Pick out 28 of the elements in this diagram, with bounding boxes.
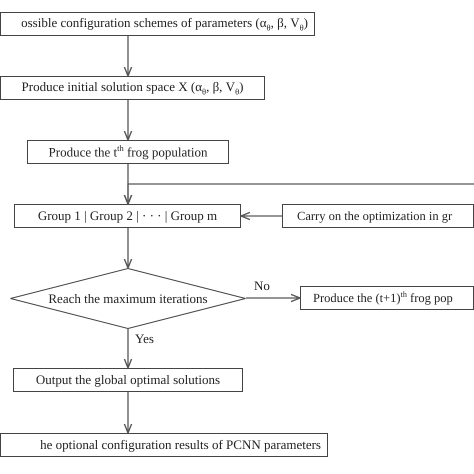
arrow — [240, 212, 282, 220]
arrow — [124, 329, 132, 369]
node-text: ossible configuration schemes of parameters (α$_{θ}$, β, V$_{θ}$) — [21, 15, 308, 33]
node-text: Carry on the optimization in gr — [297, 208, 452, 224]
arrow — [124, 183, 474, 205]
process-box — [0, 12, 315, 36]
edge-label: Yes — [134, 332, 155, 346]
arrow — [124, 392, 132, 434]
process-box — [300, 286, 474, 310]
node-text: Produce the t$^{th}$ frog population — [48, 143, 208, 161]
edge-label: No — [253, 279, 271, 293]
arrow — [124, 36, 132, 77]
process-box — [14, 204, 241, 228]
node-text: Reach the maximum iterations — [48, 290, 208, 306]
node-text: Group 1 | Group 2 | · · · | Group m — [38, 208, 218, 224]
node-text: Produce the (t+1)$^{th}$ frog pop — [313, 290, 453, 306]
node-text: Output the global optimal solutions — [36, 372, 220, 388]
arrow — [246, 294, 301, 302]
arrow — [124, 228, 132, 269]
process-box — [27, 140, 229, 164]
process-box — [0, 433, 328, 457]
arrow — [124, 100, 132, 141]
process-box — [282, 204, 474, 228]
decision-diamond — [10, 268, 246, 329]
node-text: Produce initial solution space X (α$_{θ}$, β, V$_{θ}$) — [22, 79, 244, 97]
node-text: he optional configuration results of PCNN parameters — [40, 437, 321, 453]
process-box — [0, 76, 265, 100]
process-box — [13, 368, 243, 392]
